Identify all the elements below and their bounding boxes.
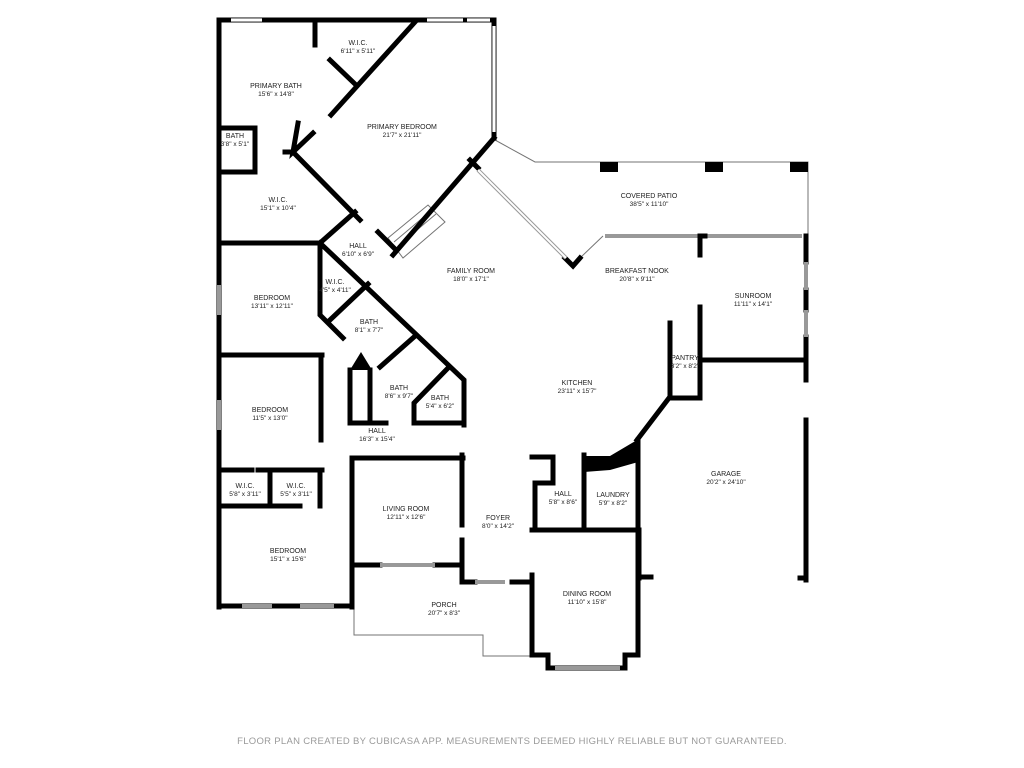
room-name-bedroom-3: BEDROOM <box>270 548 306 555</box>
room-dims-bath-4: 5'4" x 6'2" <box>426 403 455 410</box>
walls <box>216 17 809 671</box>
room-name-sunroom: SUNROOM <box>735 293 772 300</box>
disclaimer-footer: FLOOR PLAN CREATED BY CUBICASA APP. MEAS… <box>237 736 787 747</box>
room-name-bath-4: BATH <box>431 395 449 402</box>
room-name-garage: GARAGE <box>711 471 741 478</box>
room-dims-foyer: 8'0" x 14'2" <box>482 523 515 530</box>
room-name-pantry: PANTRY <box>671 355 699 362</box>
room-dims-covered-patio: 38'5" x 11'10" <box>630 201 669 208</box>
room-dims-wic-b: 5'5" x 3'11" <box>280 491 312 498</box>
room-dims-hall-1: 6'10" x 6'9" <box>342 251 375 258</box>
room-dims-wic-small: 4'5" x 4'11" <box>319 287 351 294</box>
room-name-bedroom-2: BEDROOM <box>252 407 288 414</box>
room-dims-bath-3: 8'6" x 9'7" <box>385 393 414 400</box>
room-name-primary-bedroom: PRIMARY BEDROOM <box>367 124 437 131</box>
room-dims-sunroom: 11'11" x 14'1" <box>734 301 773 308</box>
room-name-bath-3: BATH <box>390 385 408 392</box>
room-name-porch: PORCH <box>431 602 456 609</box>
room-dims-hall-3: 5'8" x 8'6" <box>549 499 578 506</box>
room-name-wic-top: W.I.C. <box>348 40 367 47</box>
room-dims-wic-top: 6'11" x 5'11" <box>341 48 376 55</box>
room-name-family-room: FAMILY ROOM <box>447 268 495 275</box>
room-name-living-room: LIVING ROOM <box>383 506 430 513</box>
room-dims-wic-a: 5'8" x 3'11" <box>229 491 261 498</box>
room-name-kitchen: KITCHEN <box>562 380 593 387</box>
room-dims-bedroom-2: 11'5" x 13'0" <box>252 415 288 422</box>
room-name-bedroom-1: BEDROOM <box>254 295 290 302</box>
room-name-hall-2: HALL <box>368 428 386 435</box>
room-name-breakfast-nook: BREAKFAST NOOK <box>605 268 669 275</box>
room-dims-breakfast-nook: 20'8" x 9'11" <box>619 276 655 283</box>
room-name-wic-a: W.I.C. <box>235 483 254 490</box>
room-dims-dining-room: 11'10" x 15'8" <box>568 599 607 606</box>
room-name-primary-bath: PRIMARY BATH <box>250 83 302 90</box>
room-dims-hall-2: 16'3" x 15'4" <box>359 436 395 443</box>
room-name-laundry: LAUNDRY <box>596 492 630 499</box>
room-dims-bedroom-3: 15'1" x 15'6" <box>270 556 306 563</box>
room-dims-living-room: 12'11" x 12'6" <box>387 514 426 521</box>
room-name-bath-2: BATH <box>360 319 378 326</box>
room-dims-garage: 20'2" x 24'10" <box>706 479 746 486</box>
room-dims-laundry: 5'9" x 8'2" <box>599 500 628 507</box>
room-name-wic-small: W.I.C. <box>325 279 344 286</box>
room-name-foyer: FOYER <box>486 515 510 522</box>
room-name-bath-small: BATH <box>226 133 244 140</box>
room-dims-kitchen: 23'11" x 15'7" <box>558 388 597 395</box>
room-name-hall-1: HALL <box>349 243 367 250</box>
room-labels: W.I.C. 6'11" x 5'11" PRIMARY BATH 15'6" … <box>221 40 773 617</box>
room-dims-wic-primary: 15'1" x 10'4" <box>260 205 296 212</box>
room-name-hall-3: HALL <box>554 491 572 498</box>
room-dims-primary-bedroom: 21'7" x 21'11" <box>383 132 422 139</box>
room-dims-primary-bath: 15'6" x 14'8" <box>258 91 294 98</box>
room-dims-bedroom-1: 13'11" x 12'11" <box>251 303 294 310</box>
room-name-covered-patio: COVERED PATIO <box>621 193 678 200</box>
room-dims-family-room: 18'0" x 17'1" <box>453 276 489 283</box>
room-dims-porch: 20'7" x 8'3" <box>428 610 461 617</box>
room-name-wic-primary: W.I.C. <box>268 197 287 204</box>
room-name-dining-room: DINING ROOM <box>563 591 611 598</box>
room-dims-pantry: 3'2" x 8'2" <box>671 363 700 370</box>
room-name-wic-b: W.I.C. <box>286 483 305 490</box>
room-dims-bath-2: 8'1" x 7'7" <box>355 327 384 334</box>
room-dims-bath-small: 3'8" x 5'1" <box>221 141 250 148</box>
